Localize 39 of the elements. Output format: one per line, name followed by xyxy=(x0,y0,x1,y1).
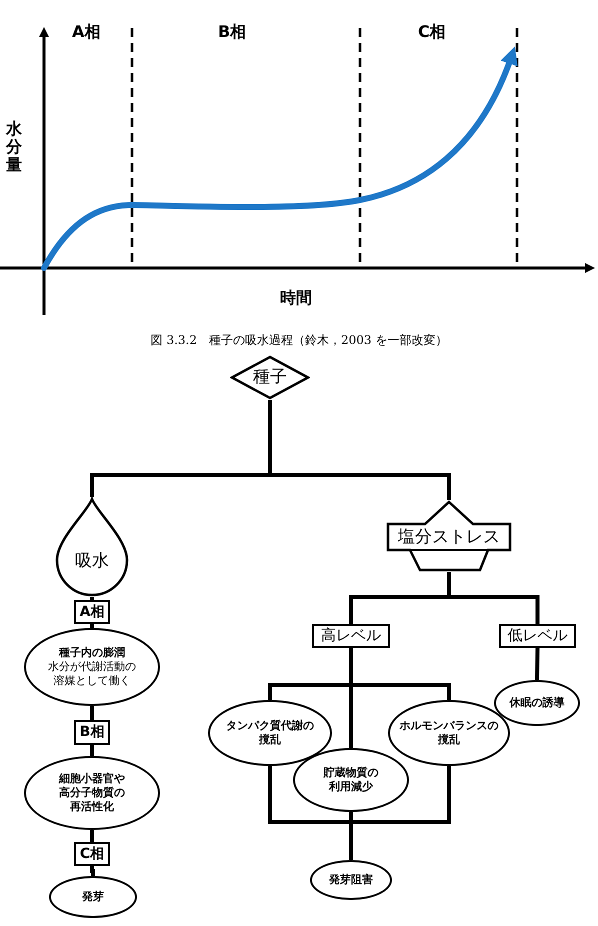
node-text: 塩分ストレス xyxy=(398,526,500,548)
node-text: A相 xyxy=(80,602,104,622)
node-text: 貯蔵物質の利用減少 xyxy=(322,766,380,794)
connector-line xyxy=(90,706,94,720)
axis-title: 水分量 xyxy=(6,120,23,174)
connector-line xyxy=(90,830,94,842)
decision-diamond xyxy=(230,355,310,400)
node-text: C相 xyxy=(80,844,104,864)
node-heading: 種子内の膨潤 xyxy=(59,646,125,660)
water-drop-node xyxy=(55,497,129,597)
node-text: 高レベル xyxy=(321,626,381,646)
node-text: 低レベル xyxy=(508,626,568,646)
phase-box xyxy=(74,720,110,745)
node-text: 吸水 xyxy=(75,550,109,572)
node-text: 休眠の誘導 xyxy=(510,696,564,710)
phase-box xyxy=(499,624,576,648)
node-text: タンパク質代謝の撹乱 xyxy=(225,718,315,748)
connector-line xyxy=(349,648,451,700)
connector-line xyxy=(535,648,540,680)
connector-line xyxy=(90,866,95,876)
connector-line xyxy=(90,624,94,628)
node-text: B相 xyxy=(80,723,104,742)
stress-node xyxy=(386,500,512,572)
phase-box xyxy=(74,600,110,624)
figure-caption: 図 3.3.2 種子の吸水過程（鈴木，2003 を一部改変） xyxy=(150,332,448,349)
phase-label: A相 xyxy=(72,22,100,43)
phase-label: B相 xyxy=(218,22,246,43)
phase-box xyxy=(74,842,110,866)
node-text: 種子 xyxy=(253,366,287,389)
axis-title: 時間 xyxy=(280,288,312,309)
node-text: ホルモンバランスの撹乱 xyxy=(398,718,500,748)
phase-label: C相 xyxy=(418,22,446,43)
node-text: 発芽 xyxy=(82,890,104,904)
phase-box xyxy=(312,624,390,648)
node-text: 発芽阻害 xyxy=(329,872,373,888)
connector-line xyxy=(90,745,94,756)
connector-line xyxy=(90,597,94,600)
node-text: 細胞小器官や高分子物質の再活性化 xyxy=(58,772,126,814)
node-text: 水分が代謝活動の溶媒として働く xyxy=(47,660,137,688)
